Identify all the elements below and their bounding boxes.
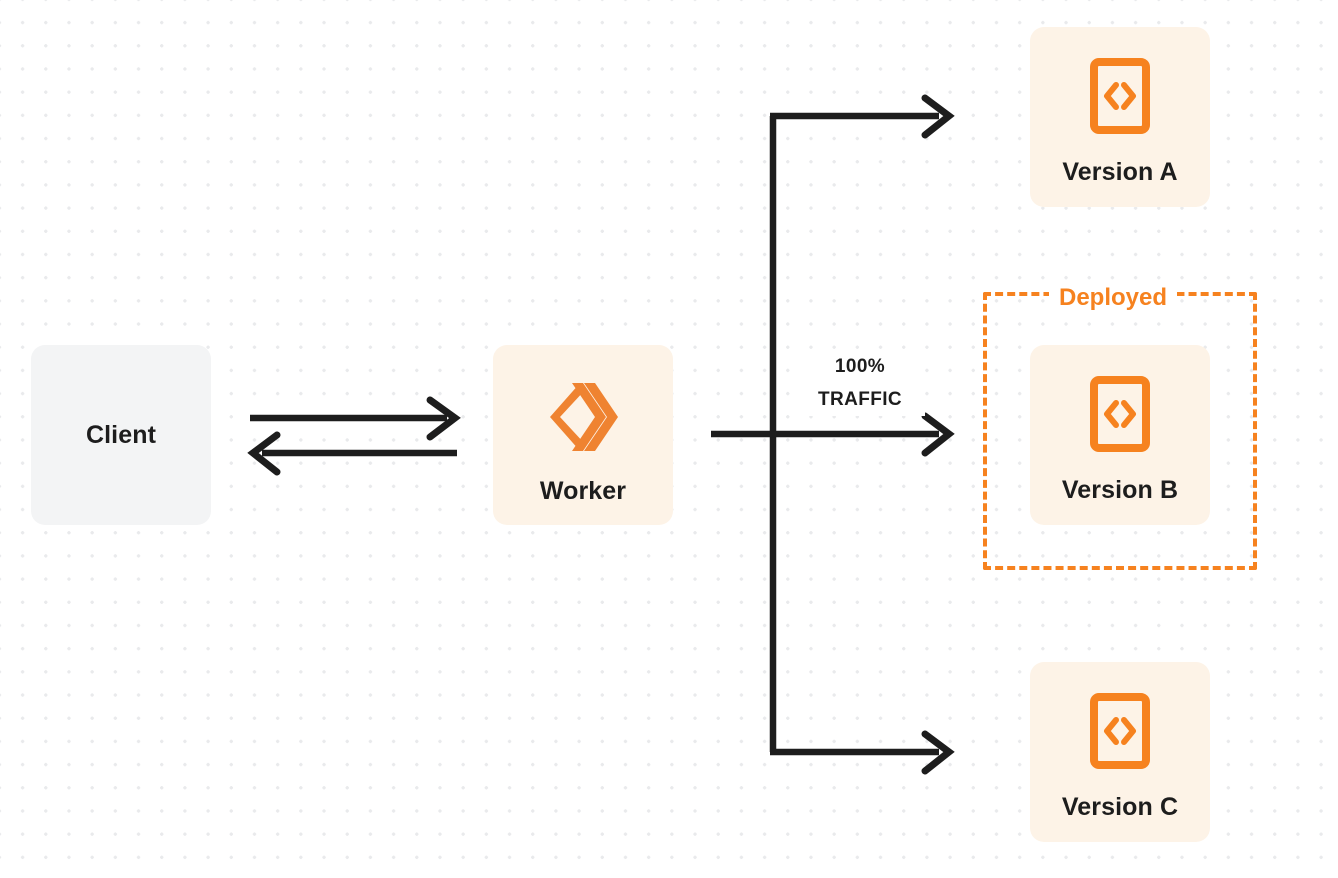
node-client[interactable]: Client [31,345,211,525]
code-file-icon [1089,692,1151,775]
arrow-worker-to-version-a [770,94,955,139]
traffic-percent: 100% [834,356,886,377]
node-client-label: Client [85,420,157,449]
node-version-a-label: Version A [1062,158,1178,186]
node-version-c-label: Version C [1061,793,1179,821]
arrow-worker-to-client [247,431,457,476]
deployed-group-label: Deployed [1049,284,1178,312]
code-file-icon [1089,375,1151,458]
node-version-a[interactable]: Version A [1030,27,1210,207]
code-file-icon [1089,57,1151,140]
node-version-b[interactable]: Version B [1030,345,1210,525]
arrow-worker-to-version-b [711,412,955,457]
traffic-unit: TRAFFIC [817,389,903,410]
node-worker[interactable]: Worker [493,345,673,525]
node-version-b-label: Version B [1061,476,1179,504]
arrow-client-to-worker [250,396,461,441]
node-version-c[interactable]: Version C [1030,662,1210,842]
node-worker-label: Worker [539,477,627,505]
cloudflare-workers-logo-icon [544,378,622,461]
arrow-worker-to-version-c [770,730,955,775]
traffic-annotation: 100% TRAFFIC [795,350,925,416]
